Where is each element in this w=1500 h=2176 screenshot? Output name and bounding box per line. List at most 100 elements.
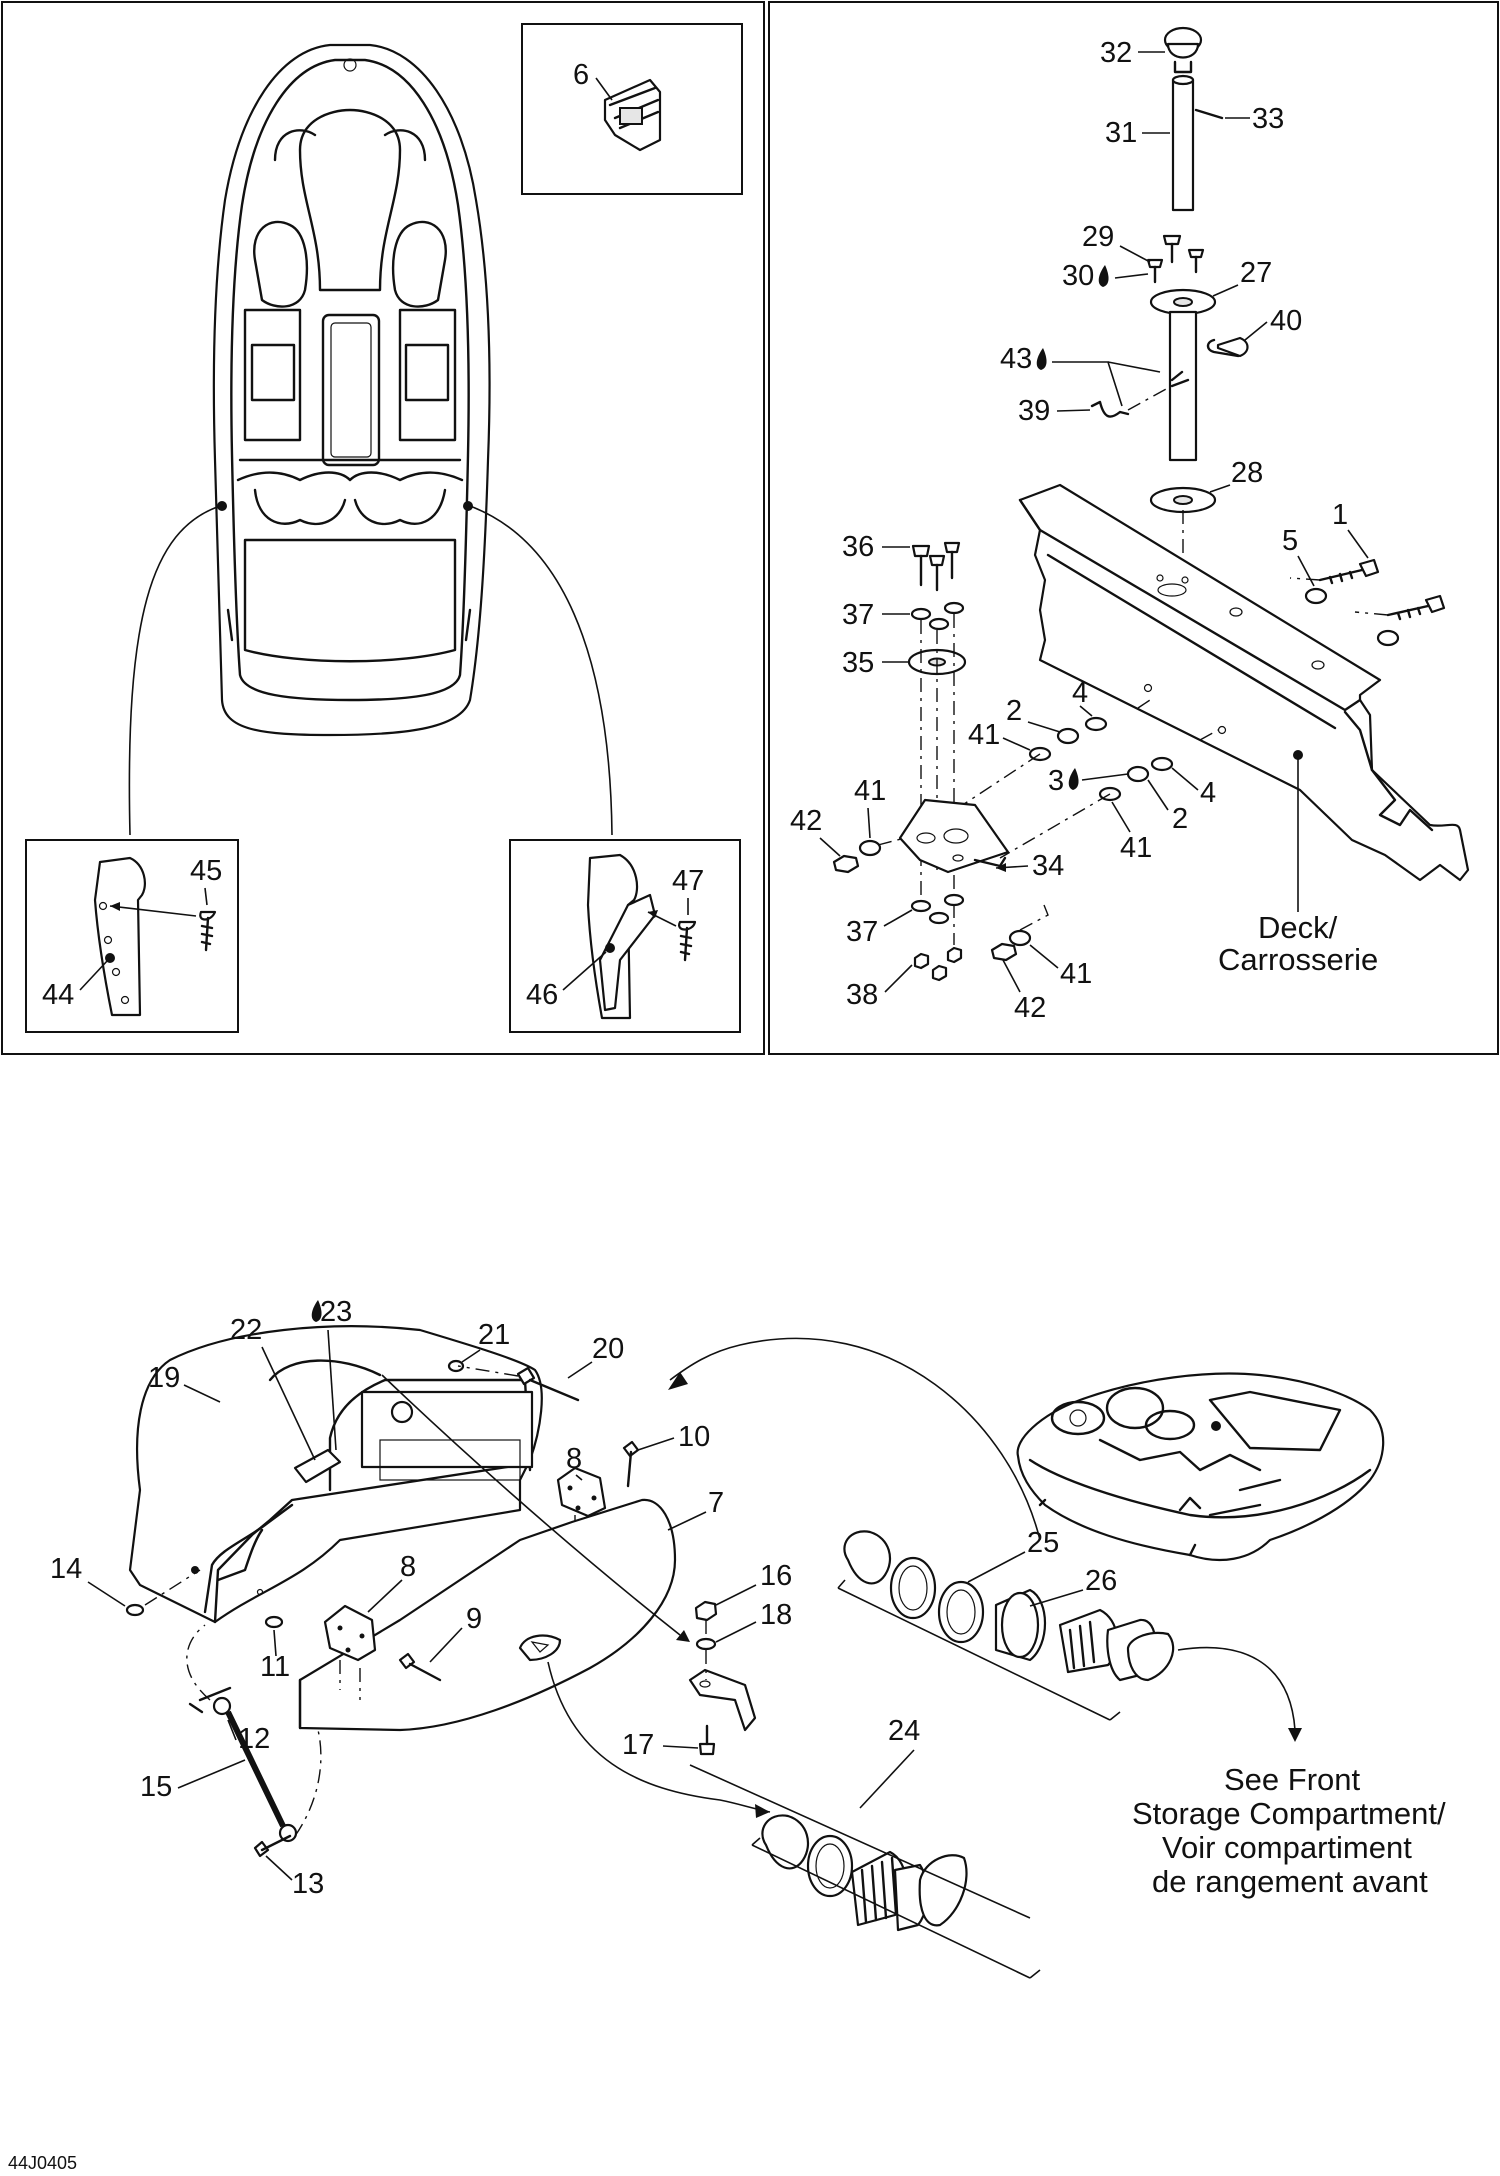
screws-29 <box>1146 234 1205 284</box>
see-front-arrow <box>1177 1646 1296 1731</box>
callout-8-top: 8 <box>566 1443 582 1475</box>
hinge-8-top <box>556 1466 607 1518</box>
pin-33 <box>1194 108 1224 120</box>
knob-32 <box>1163 26 1203 74</box>
nut-washer-right <box>990 929 1032 962</box>
callout-6: 6 <box>573 59 589 91</box>
detail-box-46 <box>509 839 741 1033</box>
bracket-34 <box>898 798 1010 874</box>
callout-39: 39 <box>1018 395 1050 427</box>
callout-37-bottom: 37 <box>846 916 878 948</box>
leader-curve-left <box>128 505 221 836</box>
plug-assembly-lower <box>761 1814 968 1932</box>
callout-20: 20 <box>592 1333 624 1365</box>
callout-4b: 4 <box>1200 777 1216 809</box>
callout-37-top: 37 <box>842 599 874 631</box>
callout-34: 34 <box>1032 850 1064 882</box>
screws-1 <box>1318 558 1446 621</box>
callout-45: 45 <box>190 855 222 887</box>
see-front-line1: See Front <box>1224 1762 1361 1797</box>
storage-housing-19 <box>128 1325 543 1624</box>
callout-28: 28 <box>1231 457 1263 489</box>
callout-46: 46 <box>526 979 558 1011</box>
screw-45 <box>199 910 217 952</box>
washers-37-top <box>910 601 965 631</box>
callout-11: 11 <box>260 1651 290 1683</box>
spring-clip-39 <box>1090 400 1130 418</box>
diagram-reference-code: 44J0405 <box>8 2153 77 2173</box>
nut-washer-left <box>832 839 882 874</box>
bracket-plate <box>688 1668 757 1732</box>
callout-24: 24 <box>888 1715 920 1747</box>
clip-part-6 <box>603 78 662 152</box>
callout-21: 21 <box>478 1319 510 1351</box>
callout-35: 35 <box>842 647 874 679</box>
washer-18 <box>695 1637 717 1651</box>
callout-17: 17 <box>622 1729 654 1761</box>
left-panel-frame <box>1 1 765 1055</box>
lid-7 <box>298 1498 677 1732</box>
nuts-38 <box>913 946 963 982</box>
callout-3: 3 <box>1048 765 1064 797</box>
callout-16: 16 <box>760 1560 792 1592</box>
trim-panel-44 <box>93 856 146 1017</box>
arrow-to-plug <box>547 1661 771 1813</box>
callout-12: 12 <box>238 1723 270 1755</box>
arrow-to-housing <box>669 1337 1041 1541</box>
callout-36: 36 <box>842 531 874 563</box>
see-front-line4: de rangement avant <box>1152 1864 1428 1899</box>
callout-2a: 2 <box>1006 695 1022 727</box>
shaft-31 <box>1171 74 1195 212</box>
callout-26: 26 <box>1085 1565 1117 1597</box>
callout-1: 1 <box>1332 499 1348 531</box>
callout-4a: 4 <box>1072 677 1088 709</box>
sealant-drop-icon <box>1098 265 1109 287</box>
trim-panel-46 <box>586 853 657 1020</box>
callout-31: 31 <box>1105 117 1137 149</box>
grommet-11 <box>264 1615 284 1629</box>
washers-37-bottom <box>910 893 965 925</box>
detail-box-44 <box>25 839 239 1033</box>
callout-33: 33 <box>1252 103 1284 135</box>
leader-curve-right <box>469 505 613 836</box>
callout-44: 44 <box>42 979 74 1011</box>
callout-41b: 41 <box>1120 832 1152 864</box>
callout-32: 32 <box>1100 37 1132 69</box>
callout-13: 13 <box>292 1868 324 1900</box>
callout-38: 38 <box>846 979 878 1011</box>
callout-42a: 42 <box>790 805 822 837</box>
washer-14 <box>125 1603 145 1617</box>
nut-16 <box>694 1600 718 1622</box>
callout-9: 9 <box>466 1603 482 1635</box>
callout-14: 14 <box>50 1553 82 1585</box>
detail-box-6 <box>521 23 743 195</box>
deck-section <box>1018 483 1470 882</box>
callout-15: 15 <box>140 1771 172 1803</box>
deck-label-line1: Deck/ <box>1258 910 1338 945</box>
screw-12 <box>188 1686 232 1714</box>
watercraft-front-view <box>1016 1372 1385 1562</box>
screw-10 <box>622 1440 640 1488</box>
plug-assembly-upper <box>843 1530 1175 1682</box>
callout-10: 10 <box>678 1421 710 1453</box>
see-front-line2: Storage Compartment/ <box>1132 1796 1446 1831</box>
callout-41a: 41 <box>968 719 1000 751</box>
sealant-drop-icon-3 <box>1068 768 1079 790</box>
flange-28 <box>1149 486 1217 514</box>
callout-19: 19 <box>148 1362 180 1394</box>
callout-42b: 42 <box>1014 992 1046 1024</box>
callout-41d: 41 <box>1060 958 1092 990</box>
see-front-line3: Voir compartiment <box>1162 1830 1412 1865</box>
callout-25: 25 <box>1027 1527 1059 1559</box>
callout-40: 40 <box>1270 305 1302 337</box>
tether-15 <box>212 1696 298 1843</box>
flange-tube-27 <box>1149 288 1217 462</box>
washers-5 <box>1304 587 1400 647</box>
callout-8-bottom: 8 <box>400 1551 416 1583</box>
deck-label-line2: Carrosserie <box>1218 942 1378 977</box>
screw-47 <box>678 920 697 962</box>
callout-30: 30 <box>1062 260 1094 292</box>
bolts-36 <box>911 541 961 592</box>
seat-top-view <box>212 43 491 737</box>
callout-18: 18 <box>760 1599 792 1631</box>
